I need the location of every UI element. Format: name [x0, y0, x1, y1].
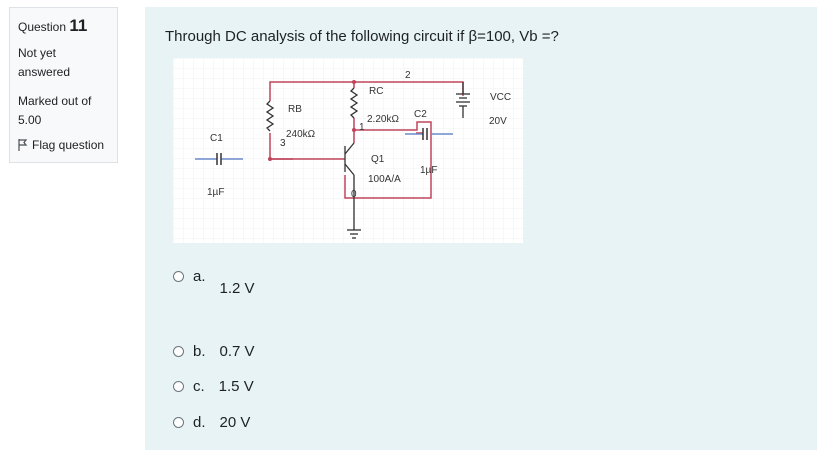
rb-label: RB — [288, 104, 302, 115]
ground-symbol — [347, 229, 361, 239]
option-d-radio[interactable] — [173, 417, 184, 428]
node-3-label: 3 — [280, 138, 286, 149]
question-info-panel: Question 11 Not yet answered Marked out … — [9, 7, 118, 163]
node-0-label: 0 — [351, 189, 357, 200]
question-content: Through DC analysis of the following cir… — [145, 7, 817, 450]
question-text: Through DC analysis of the following cir… — [165, 28, 559, 45]
rb-value: 240kΩ — [286, 129, 316, 140]
option-a-radio[interactable] — [173, 271, 184, 282]
c2-value: 1µF — [420, 165, 437, 176]
c1-label: C1 — [210, 133, 223, 144]
option-d-value: 20 V — [219, 414, 251, 431]
node-2-label: 2 — [405, 70, 411, 81]
vcc-value: 20V — [489, 116, 507, 127]
option-a-letter: a. — [193, 268, 206, 285]
c2-label: C2 — [414, 109, 427, 120]
flag-question-link[interactable]: Flag question — [18, 138, 109, 152]
question-state: Not yet answered — [18, 46, 71, 79]
rc-value: 2.20kΩ — [367, 114, 399, 125]
question-label: Question — [18, 20, 67, 34]
option-b-radio[interactable] — [173, 346, 184, 357]
battery-vcc — [456, 82, 470, 118]
capacitor-c2 — [422, 128, 428, 140]
transistor-q1 — [344, 142, 355, 230]
circuit-diagram: RC 2.20kΩ C2 RB 240kΩ C1 1µF Q1 100A/A 1… — [173, 58, 523, 243]
option-c-value: 1.5 V — [218, 378, 254, 395]
grade-value: 5.00 — [18, 113, 42, 127]
c1-value: 1µF — [207, 187, 224, 198]
option-b-letter: b. — [193, 343, 206, 360]
question-number: Question 11 — [18, 16, 109, 36]
junction-dots — [268, 80, 356, 161]
option-c[interactable]: c. 1.5 V — [173, 378, 254, 395]
q1-value: 100A/A — [368, 174, 401, 185]
option-d[interactable]: d. 20 V — [173, 414, 250, 431]
capacitor-c1 — [216, 153, 222, 165]
option-c-radio[interactable] — [173, 381, 184, 392]
option-a-value: 1.2 V — [219, 280, 255, 297]
resistor-rc — [349, 87, 359, 119]
vcc-label: VCC — [490, 92, 511, 103]
marked-out-of-label: Marked out of — [18, 94, 92, 108]
option-b-value: 0.7 V — [219, 343, 255, 360]
circuit-schematic: RC 2.20kΩ C2 RB 240kΩ C1 1µF Q1 100A/A 1… — [173, 58, 523, 243]
flag-icon — [18, 139, 28, 151]
rc-label: RC — [369, 86, 383, 97]
option-b[interactable]: b. 0.7 V — [173, 343, 255, 360]
option-d-letter: d. — [193, 414, 206, 431]
node-1-label: 1 — [359, 122, 365, 133]
question-grade: Marked out of 5.00 — [18, 92, 109, 130]
q1-label: Q1 — [371, 154, 385, 165]
option-a[interactable]: a. 1.2 V — [173, 268, 255, 297]
option-c-letter: c. — [193, 378, 205, 395]
question-number-value: 11 — [69, 16, 88, 35]
flag-question-label: Flag question — [32, 138, 105, 152]
resistor-rb — [265, 100, 275, 132]
